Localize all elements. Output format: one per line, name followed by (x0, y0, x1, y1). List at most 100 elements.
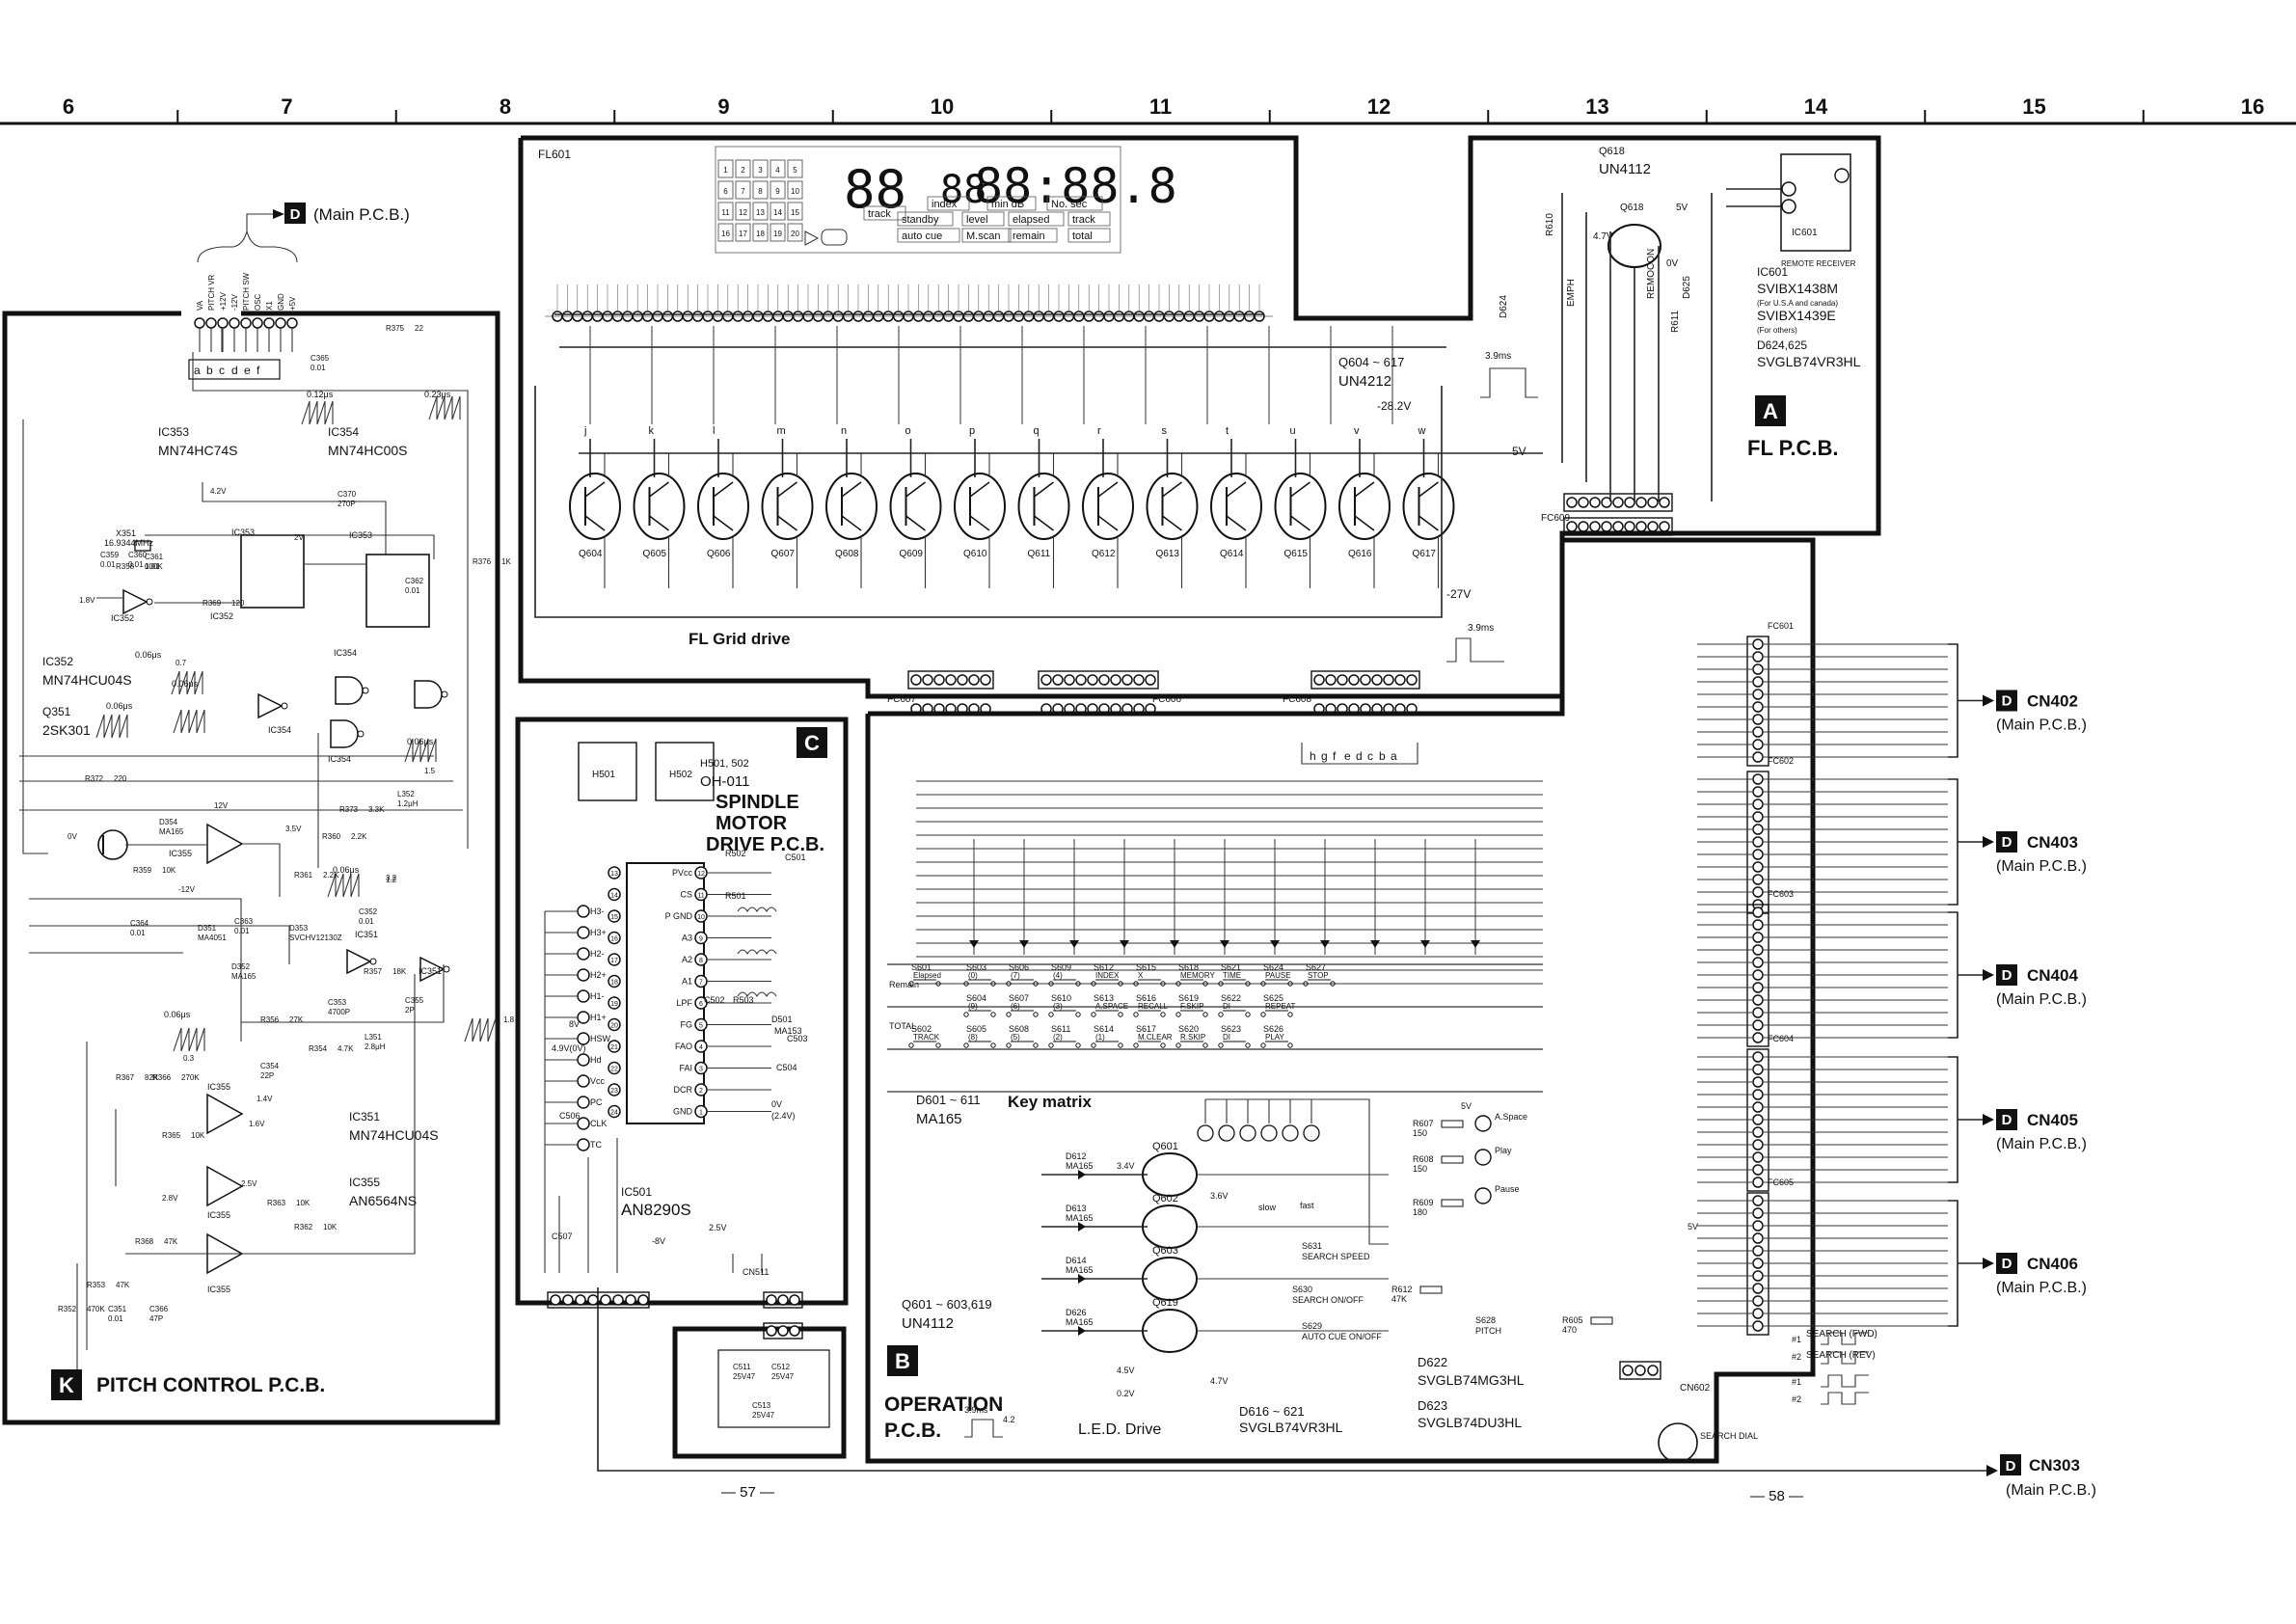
right-fc-pin (1752, 1164, 1764, 1176)
key-name: (5) (1011, 1033, 1020, 1042)
right-cn-sub: (Main P.C.B.) (1996, 1280, 2087, 1296)
fl-tile-number: 9 (775, 187, 780, 196)
fl-tile-number: 19 (773, 230, 782, 238)
key-name: MEMORY (1180, 971, 1216, 980)
spindle-hall-pin (577, 947, 590, 961)
led-transistor-body (1142, 1257, 1198, 1301)
fl-bottom-letter: f (1333, 749, 1337, 763)
pitch-voltage: 0.3 (183, 1054, 195, 1063)
grid-transistor-body (1402, 473, 1455, 540)
spindle-hall-pin-name: TC (590, 1140, 602, 1150)
key-contact (1260, 1012, 1266, 1017)
remote-0v: 0V (1666, 258, 1679, 269)
key-contact (1006, 1042, 1012, 1048)
ic501-left-pin-num: 19 (610, 1001, 618, 1008)
diode-range: D601 ~ 611 (916, 1093, 981, 1107)
ic501-pin-name: DCR (674, 1085, 693, 1095)
fc609-pin (1578, 521, 1589, 532)
ic501-label: IC501 (621, 1185, 652, 1199)
cn511-pin (777, 1294, 789, 1306)
spindle-hall-pin (577, 905, 590, 918)
grid-letter: p (969, 425, 975, 437)
ic501-body (626, 862, 705, 1124)
pitch-resistor-ref: R357 (364, 967, 383, 976)
spindle-conn-pin (637, 1294, 649, 1306)
spindle-conn-pin (600, 1294, 611, 1306)
key-name: REPEAT (1265, 1002, 1296, 1011)
waveform-time-top: 3.9ms (1485, 351, 1511, 362)
right-cn-label: CN406 (2027, 1255, 2078, 1273)
ic354-gate-2 (414, 680, 443, 709)
board-k-label: K PITCH CONTROL P.C.B. (51, 1369, 325, 1400)
fc607-pin (980, 674, 991, 686)
right-fc-pin (1752, 811, 1764, 823)
pitch-cap-value: 0.01 (234, 927, 250, 935)
switch-name: PITCH (1475, 1326, 1501, 1336)
key-name: Elapsed (913, 971, 941, 980)
key-ref: S601 (911, 962, 932, 972)
led-voltage: 0.2V (1117, 1389, 1135, 1398)
key-name: DI (1223, 1033, 1230, 1042)
pitch-voltage: 0.7 (176, 659, 187, 667)
led-diode-ref: D613 (1066, 1204, 1087, 1213)
led-resistor-value: 150 (1413, 1164, 1427, 1174)
grid-letter: t (1226, 425, 1229, 437)
remote-part-text: SVIBX1439E (1757, 308, 1836, 323)
pitch-ic-tag: IC351 (355, 930, 378, 939)
ic501-pin-name: LPF (676, 998, 692, 1008)
led-5v: 5V (1461, 1101, 1472, 1111)
fl-tile (717, 223, 734, 242)
key-matrix-diode (1220, 940, 1229, 948)
pitch-timing: 0.06μs (172, 679, 199, 689)
ic501-left-pin (608, 1017, 621, 1032)
key-contact (963, 981, 969, 987)
fl-indicator: level (966, 214, 988, 226)
led-resistor (1441, 1199, 1464, 1207)
remote-section: Q618 UN4112 Q618 4.7V 5V 0V R610 R611 D6… (1499, 146, 1861, 501)
pitch-cap-ref: C365 (311, 354, 330, 363)
key-contact (1260, 1042, 1266, 1048)
spindle-part: R502 (725, 849, 746, 858)
ic351-inverter-a-bubble (369, 958, 377, 965)
ic501-left-pin-num: 18 (610, 980, 618, 987)
pitch-cap-value: 0.01 (130, 929, 146, 937)
h501-label: H501 (592, 770, 615, 780)
fl-tile-number: 20 (791, 230, 799, 238)
fc606-pin (1098, 674, 1110, 686)
switch-name: AUTO CUE ON/OFF (1302, 1332, 1382, 1341)
right-fc-pin (1752, 1076, 1764, 1088)
spindle-hall-pin (577, 989, 590, 1003)
right-fc-pin (1752, 969, 1764, 981)
right-fc-pin (1752, 714, 1764, 725)
spindle-lower-wires (544, 911, 763, 1273)
spindle-conn-pin (562, 1294, 574, 1306)
key-contact (1202, 981, 1208, 987)
cn511-pin (766, 1294, 777, 1306)
ic501-left-pin-num: 15 (610, 914, 618, 921)
spindle-voltage: 2.5V (709, 1223, 727, 1232)
fc609-pin (1659, 497, 1670, 508)
search-rev-wave-2 (1821, 1392, 1869, 1405)
pitch-resistor-value: 82K (145, 1073, 159, 1082)
fc609-pin (1635, 497, 1647, 508)
search-dial-label: SEARCH DIAL (1700, 1431, 1758, 1441)
key-name: RECALL (1138, 1002, 1169, 1011)
fc608-pin (1348, 674, 1360, 686)
right-fc-bus (1948, 778, 1983, 906)
right-cn-sub: (Main P.C.B.) (1996, 858, 2087, 875)
pitch-voltage: 4.2V (210, 487, 227, 496)
grid-transistor-label: Q612 (1092, 549, 1116, 559)
hall-part: OH-011 (700, 773, 749, 790)
fl-tile (770, 159, 786, 178)
pitch-pin-label: -12V (230, 293, 239, 311)
pitch-resistor-value: 1K (501, 557, 511, 566)
pitch-pin-letter: b (206, 364, 213, 377)
key-name: (8) (968, 1033, 978, 1042)
ic354-inverter (257, 692, 284, 719)
fc608-pin (1313, 674, 1325, 686)
right-fc-pin (1752, 726, 1764, 738)
grid-transistor-label: Q615 (1284, 549, 1309, 559)
key-name: TIME (1223, 971, 1241, 980)
